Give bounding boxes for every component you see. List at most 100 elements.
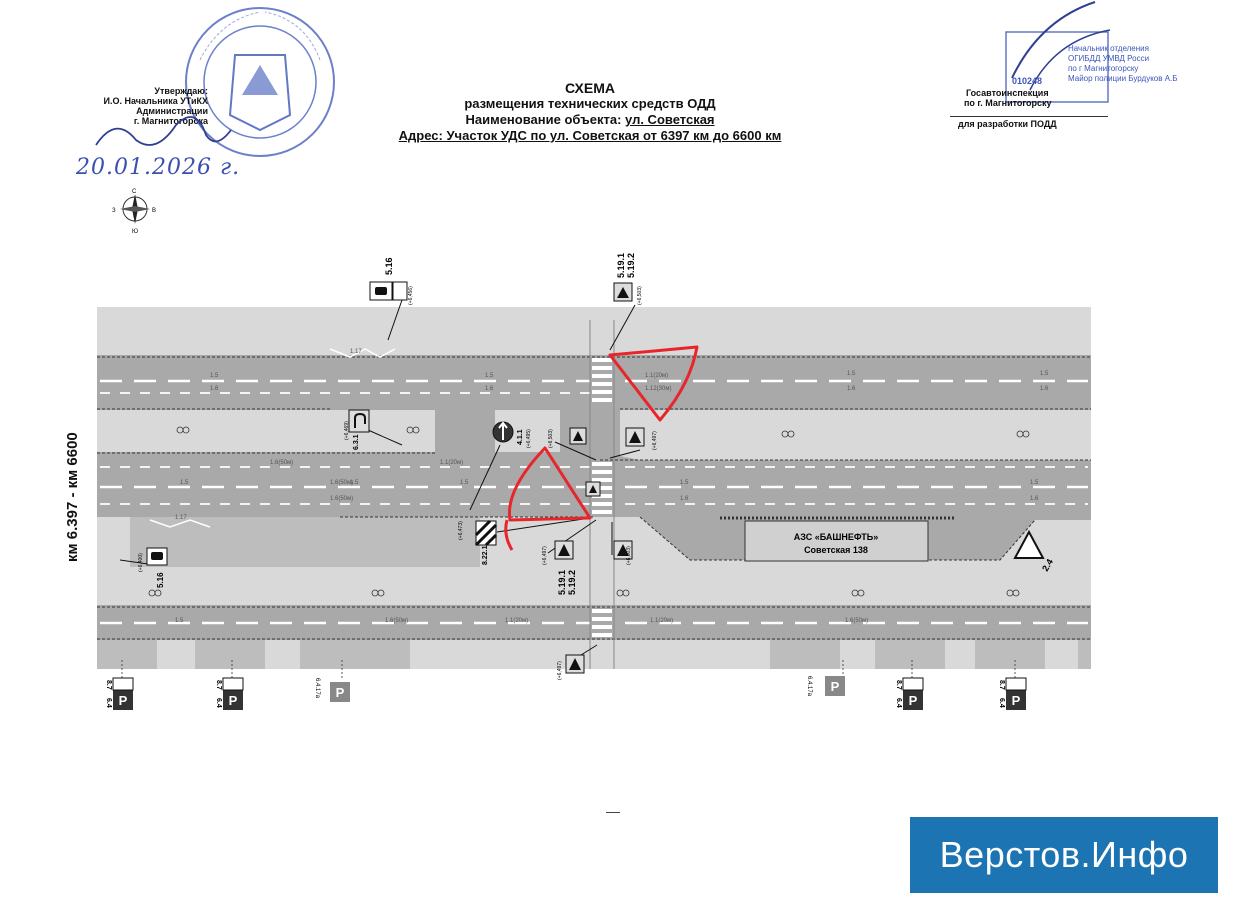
compass-s: Ю: [132, 229, 138, 234]
sign-5-16-left-label: 5.16: [156, 572, 165, 588]
marking-1-5-e: 1.5: [180, 480, 189, 486]
marking-1-1-b: 1.1(20м): [440, 460, 463, 466]
gas-station-name: АЗС «БАШНЕФТЬ»: [794, 532, 878, 542]
marking-1-6-f: 1.6: [1030, 496, 1039, 502]
marking-1-6-50-a: 1.6(50м): [270, 460, 293, 466]
parking-sign-5-8-7: 8.7: [895, 680, 902, 690]
marker-oo-8: [1006, 589, 1020, 597]
gai-line-3: для разработки ПОДД: [950, 116, 1108, 129]
parking-sign-4-6-4-17a: 6.4.17а: [806, 676, 812, 697]
marking-1-6-e: 1.6: [680, 496, 689, 502]
sign-crosswalk-bottom-right: (+6,503): [613, 540, 633, 565]
marking-1-5-h: 1.5: [680, 480, 689, 486]
parking-sign-4: P 6.4.17а: [806, 676, 845, 697]
marker-oo-7: [851, 589, 865, 597]
signature-left: [95, 116, 232, 146]
parking-sign-5: P 6.4 8.7: [895, 677, 924, 710]
sign-6-3-1-km: (+6,469): [344, 421, 350, 440]
svg-text:P: P: [229, 693, 238, 708]
red-mark-top: [608, 345, 699, 422]
address-label: Адрес:: [398, 128, 447, 143]
crosswalk-bottom: [592, 609, 612, 637]
approval-date: 20.01.2026 г.: [76, 155, 241, 180]
compass-icon: С Ю З В: [112, 189, 156, 234]
sign-crosswalk-top: 5.19.1 5.19.2 (+6,503): [613, 253, 643, 305]
marking-1-5-a: 1.5: [210, 373, 219, 379]
marking-1-5-j: 1.5: [175, 618, 184, 624]
sign-crosswalk-bottom: 5.19.1 5.19.2 (+6,497): [542, 540, 577, 595]
marking-1-6-50-d: 1.6(50м): [385, 618, 408, 624]
marker-oo-6: [371, 589, 385, 597]
compass-n: С: [132, 189, 137, 195]
footer-dash: [606, 812, 620, 813]
approve-l3: Администрации: [136, 106, 208, 116]
gai-line-1: Госавтоинспекция: [966, 88, 1049, 98]
object-value: ул. Советская: [625, 112, 715, 127]
object-label: Наименование объекта:: [465, 112, 626, 127]
sign-5-19-2-top-label: 5.19.2: [626, 253, 636, 278]
sign-4-1-1-label: 4.1.1: [517, 429, 524, 445]
marking-1-1-d: 1.1(20м): [650, 618, 673, 624]
sign-crosswalk-under: (+6,497): [557, 654, 585, 680]
sign-give-way: 2.4: [1013, 529, 1055, 573]
parking-sign-2-6-4: 6.4: [215, 698, 222, 708]
stamp-line-3: по г Магнитогорску: [1068, 64, 1139, 73]
compass-e: В: [152, 208, 156, 214]
parking-sign-1: P 6.4 8.7: [105, 677, 134, 710]
parking-sign-2: P 6.4 8.7: [215, 677, 244, 710]
sign-crosswalk-mid-left: (+6,503): [548, 427, 587, 448]
marking-1-17-a: 1.17: [350, 349, 362, 355]
sign-u-turn: 6.3.1 (+6,469): [344, 409, 370, 450]
stamp-line-1: Начальник отделения: [1068, 44, 1149, 53]
marker-oo-9: [616, 589, 630, 597]
scheme-title: СХЕМА: [564, 80, 616, 96]
marking-1-5-f: 1.5: [350, 480, 359, 486]
gas-station-block: [744, 520, 929, 562]
marker-oo-5: [148, 589, 162, 597]
marking-1-6-b: 1.6: [485, 386, 494, 392]
parking-sign-2-8-7: 8.7: [215, 680, 222, 690]
svg-text:P: P: [831, 679, 840, 694]
sign-8-22-1-label: 8.22.1: [482, 545, 489, 565]
sign-obstacle: 8.22.1 (+6,473): [458, 519, 498, 565]
sign-5-19-under-km: (+6,497): [557, 661, 563, 680]
svg-text:P: P: [1012, 693, 1021, 708]
marking-1-6-50-b: 1.6(50м): [330, 480, 353, 486]
address-value: Участок УДС по ул. Советская от 6397 км …: [446, 128, 782, 143]
sign-5-19-mid-km: (+6,503): [548, 429, 554, 448]
site-logo[interactable]: Верстов.Инфо: [910, 817, 1218, 893]
sign-5-19-mid-right-km: (+6,497): [652, 431, 658, 450]
sign-bus-stop-left: 5.16 (+6,400): [138, 547, 168, 588]
object-name: Наименование объекта: ул. Советская: [380, 112, 800, 128]
sign-8-22-1-km: (+6,473): [458, 521, 464, 540]
sign-6-3-1-label: 6.3.1: [353, 434, 360, 450]
stamp-line-2: ОГИБДД УМВД Росси: [1068, 54, 1150, 63]
marking-1-6-c: 1.6: [847, 386, 856, 392]
marking-1-17-b: 1.17: [175, 515, 187, 521]
crosswalk-middle: [592, 462, 612, 514]
sign-5-19-2-bottom-label: 5.19.2: [567, 570, 577, 595]
stamp-number: 010248: [1012, 76, 1043, 86]
approve-l2: И.О. Начальника УТиКХ: [103, 96, 209, 106]
red-mark-middle: [507, 446, 592, 522]
sign-bus-stop-top: 5.16 (+6,456): [369, 257, 414, 305]
sign-5-19-1-bottom-label: 5.19.1: [557, 570, 567, 595]
sign-5-19-bottom-right-km: (+6,503): [626, 546, 632, 565]
svg-text:P: P: [119, 693, 128, 708]
sign-5-19-bottom-km: (+6,497): [542, 546, 548, 565]
sign-5-16-top-km: (+6,456): [408, 286, 414, 305]
scheme-header: СХЕМА размещения технических средств ОДД…: [380, 80, 800, 144]
parking-sign-6-8-7: 8.7: [998, 680, 1005, 690]
scheme-subtitle: размещения технических средств ОДД: [464, 96, 716, 111]
marking-1-6-50-e: 1.6(50м): [845, 618, 868, 624]
sign-5-19-1-top-label: 5.19.1: [616, 253, 626, 278]
approval-block-right: Начальник отделения ОГИБДД УМВД Росси по…: [950, 44, 1178, 129]
approval-block-left: Утверждаю: И.О. Начальника УТиКХ Админис…: [78, 86, 209, 126]
marker-oo-2: [406, 426, 420, 434]
marker-oo-3: [781, 430, 795, 438]
parking-sign-6-6-4: 6.4: [998, 698, 1005, 708]
marking-1-6-50-c: 1.6(50м): [330, 496, 353, 502]
parking-sign-3: P 6.4.17а: [314, 678, 350, 702]
sign-2-4-label: 2.4: [1040, 557, 1055, 573]
marking-1-1-a: 1.1(20м): [645, 373, 668, 379]
